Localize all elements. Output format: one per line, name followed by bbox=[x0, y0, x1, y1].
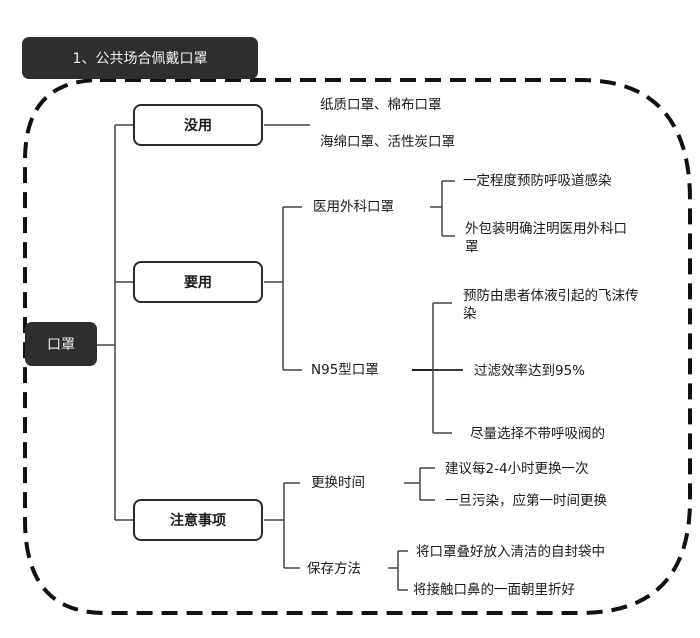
leaf-item: 一旦污染，应第一时间更换 bbox=[445, 493, 607, 509]
leaf-item: 建议每2-4小时更换一次 bbox=[445, 461, 589, 477]
category-node-use[interactable]: 要用 bbox=[133, 261, 263, 303]
dashed-frame bbox=[23, 78, 692, 615]
leaf-item: 将接触口鼻的一面朝里折好 bbox=[413, 582, 575, 598]
subtopic-node[interactable]: 更换时间 bbox=[311, 475, 365, 491]
section-title: 1、公共场合佩戴口罩 bbox=[22, 37, 258, 79]
category-node-useless[interactable]: 没用 bbox=[133, 104, 263, 146]
leaf-item: 海绵口罩、活性炭口罩 bbox=[320, 134, 455, 150]
leaf-item: 尽量选择不带呼吸阀的 bbox=[470, 426, 605, 442]
leaf-item: 外包装明确注明医用外科口罩 bbox=[465, 221, 627, 255]
leaf-item: 一定程度预防呼吸道感染 bbox=[463, 173, 612, 189]
subtopic-node[interactable]: N95型口罩 bbox=[311, 362, 379, 378]
category-node-notes[interactable]: 注意事项 bbox=[133, 499, 263, 541]
leaf-item: 过滤效率达到95% bbox=[474, 363, 586, 379]
leaf-item: 将口罩叠好放入清洁的自封袋中 bbox=[416, 544, 605, 560]
root-node[interactable]: 口罩 bbox=[25, 322, 97, 366]
leaf-item: 预防由患者体液引起的飞沫传染 bbox=[463, 288, 639, 322]
subtopic-node[interactable]: 保存方法 bbox=[307, 561, 361, 577]
leaf-item: 纸质口罩、棉布口罩 bbox=[320, 97, 442, 113]
subtopic-node[interactable]: 医用外科口罩 bbox=[313, 199, 394, 215]
